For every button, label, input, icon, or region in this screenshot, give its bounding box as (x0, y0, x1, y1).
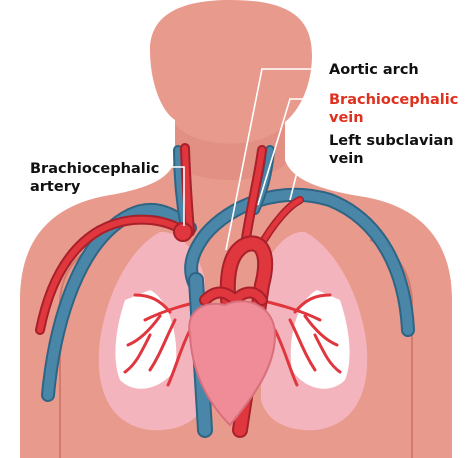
pulmonary-vessels (123, 293, 342, 387)
pointer-aortic-arch (225, 68, 322, 251)
label-brachiocephalic-vein: Brachiocephalic vein (329, 92, 459, 126)
pointer-lines (132, 68, 322, 251)
heart-body (188, 300, 277, 427)
lungs (98, 231, 368, 431)
label-brachiocephalic-artery: Brachiocephalic artery (30, 161, 160, 195)
heart (188, 300, 277, 427)
pointer-brachiocephalic-artery (132, 166, 185, 226)
brachiocephalic-artery-node (173, 222, 193, 242)
right-lung-inner (115, 290, 177, 389)
label-left-subclavian-vein: Left subclavian vein (329, 133, 454, 167)
label-aortic-arch: Aortic arch (329, 62, 419, 78)
arteries (35, 143, 304, 438)
pointer-brachiocephalic-vein (257, 98, 322, 206)
pointer-left-subclavian-vein (289, 139, 322, 201)
